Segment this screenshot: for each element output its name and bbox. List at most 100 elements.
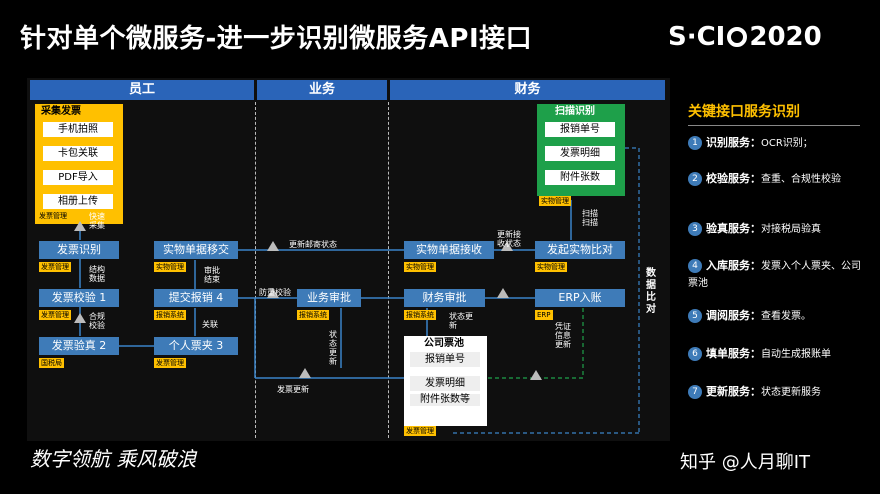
receive-update-label: 更新接收状态 [497, 230, 521, 248]
collect-item[interactable]: PDF导入 [43, 170, 113, 185]
company-pool-title: 公司票池 [424, 338, 464, 349]
submit-box[interactable]: 提交报销 4 [154, 289, 238, 307]
approve-end-label: 审批结束 [204, 266, 220, 284]
step-number: 3 [216, 339, 224, 352]
step-number: 2 [688, 172, 702, 186]
brand-year: 2020 [749, 22, 822, 52]
finance-approval-tag: 报销系统 [404, 310, 436, 320]
service-name: 识别服务： [706, 136, 761, 149]
invoice-verify-label: 发票验真 [51, 339, 96, 352]
service-desc: 查看发票。 [761, 311, 811, 322]
invoice-update-label: 发票更新 [277, 385, 309, 394]
service-name: 校验服务： [706, 172, 761, 185]
scan-arrow-label: 扫描扫描 [582, 209, 598, 227]
side-item: 3 验真服务：对接税局验真 [688, 221, 868, 238]
trigger-icon [501, 241, 513, 251]
physical-compare-tag: 实物管理 [535, 262, 567, 272]
invoice-check-tag: 发票管理 [39, 310, 71, 320]
side-title: 关键接口服务识别 [688, 104, 800, 120]
invoice-check-label: 发票校验 [51, 291, 96, 304]
erp-tag: ERP [535, 310, 553, 320]
watermark: 知乎 @人月聊IT [680, 452, 811, 473]
scan-item[interactable]: 附件张数 [545, 170, 615, 185]
service-desc: 对接税局验真 [761, 224, 821, 235]
page-title: 针对单个微服务-进一步识别微服务API接口 [20, 24, 533, 54]
personal-folder-label: 个人票夹 [168, 339, 213, 352]
personal-folder-box[interactable]: 个人票夹 3 [154, 337, 238, 355]
service-desc: OCR识别； [761, 138, 813, 149]
collect-item[interactable]: 手机拍照 [43, 122, 113, 137]
trigger-icon [497, 288, 509, 298]
step-number: 1 [688, 136, 702, 150]
service-desc: 状态更新服务 [761, 387, 821, 398]
collect-title: 采集发票 [41, 106, 81, 117]
scan-panel: 扫描识别 报销单号 发票明细 附件张数 [537, 104, 625, 196]
flow-diagram: 员工 业务 财务 [27, 78, 670, 441]
collect-item[interactable]: 相册上传 [43, 194, 113, 209]
service-desc: 查重、合规性校验 [761, 174, 841, 185]
brand-logo: S·CI 2020 [668, 22, 822, 52]
step-number: 1 [99, 291, 107, 304]
recognition-label: 结构数据 [89, 265, 105, 283]
business-state-label: 状态更新 [329, 330, 337, 366]
company-pool-panel: 公司票池 报销单号 发票明细 附件张数等 [404, 336, 487, 426]
submit-tag: 报销系统 [154, 310, 186, 320]
trigger-icon [299, 368, 311, 378]
step-number: 5 [688, 309, 702, 323]
data-compare-label: 数据比对 [646, 268, 656, 315]
lane-divider [388, 102, 389, 438]
collect-tag: 发票管理 [37, 211, 69, 221]
service-name: 填单服务： [706, 347, 761, 360]
physical-transfer-box[interactable]: 实物单据移交 [154, 241, 238, 259]
step-number: 6 [688, 347, 702, 361]
lane-employee: 员工 [30, 80, 254, 100]
service-name: 调阅服务： [706, 309, 761, 322]
trigger-icon [267, 241, 279, 251]
business-approval-box[interactable]: 业务审批 [297, 289, 361, 307]
physical-receive-tag: 实物管理 [404, 262, 436, 272]
side-item: 1 识别服务：OCR识别； [688, 135, 868, 152]
invoice-verify-tag: 国税局 [39, 358, 64, 368]
side-item: 6 填单服务：自动生成报账单 [688, 346, 868, 363]
erp-box[interactable]: ERP入账 [535, 289, 625, 307]
physical-receive-box[interactable]: 实物单据接收 [404, 241, 494, 259]
lane-divider [255, 102, 256, 438]
trigger-icon [74, 313, 86, 323]
service-desc: 发票入个人票夹、公司票池 [688, 261, 861, 289]
step-number: 4 [216, 291, 224, 304]
finance-approval-box[interactable]: 财务审批 [404, 289, 485, 307]
step-number: 2 [99, 339, 107, 352]
company-pool-item[interactable]: 发票明细 [410, 376, 480, 391]
service-name: 入库服务： [706, 259, 761, 272]
scan-item[interactable]: 发票明细 [545, 146, 615, 161]
compliance-label: 合规校验 [89, 312, 105, 330]
submit-label: 提交报销 [168, 291, 213, 304]
footer-slogan: 数字领航 乘风破浪 [30, 447, 197, 471]
step-number: 7 [688, 385, 702, 399]
brand-ring-icon [727, 27, 748, 47]
scan-title: 扫描识别 [555, 106, 595, 117]
invoice-recognition-box[interactable]: 发票识别 [39, 241, 119, 259]
scan-item[interactable]: 报销单号 [545, 122, 615, 137]
invoice-check-box[interactable]: 发票校验 1 [39, 289, 119, 307]
lane-business: 业务 [257, 80, 387, 100]
service-desc: 自动生成报账单 [761, 349, 831, 360]
physical-compare-box[interactable]: 发起实物比对 [535, 241, 625, 259]
company-pool-tag: 发票管理 [404, 426, 436, 436]
personal-folder-tag: 发票管理 [154, 358, 186, 368]
company-pool-item[interactable]: 报销单号 [410, 352, 480, 367]
physical-transfer-tag: 实物管理 [154, 262, 186, 272]
invoice-recognition-tag: 发票管理 [39, 262, 71, 272]
company-pool-item[interactable]: 附件张数等 [410, 394, 480, 406]
collect-arrow-label: 快速采集 [89, 212, 105, 230]
collect-item[interactable]: 卡包关联 [43, 146, 113, 161]
side-item: 5 调阅服务：查看发票。 [688, 308, 868, 325]
service-name: 更新服务： [706, 385, 761, 398]
finance-state-label: 状态更新 [449, 312, 473, 330]
brand-left: S·CI [668, 22, 726, 52]
service-name: 验真服务： [706, 222, 761, 235]
voucher-label: 凭证信息更新 [555, 322, 571, 349]
invoice-verify-box[interactable]: 发票验真 2 [39, 337, 119, 355]
step-number: 3 [688, 222, 702, 236]
